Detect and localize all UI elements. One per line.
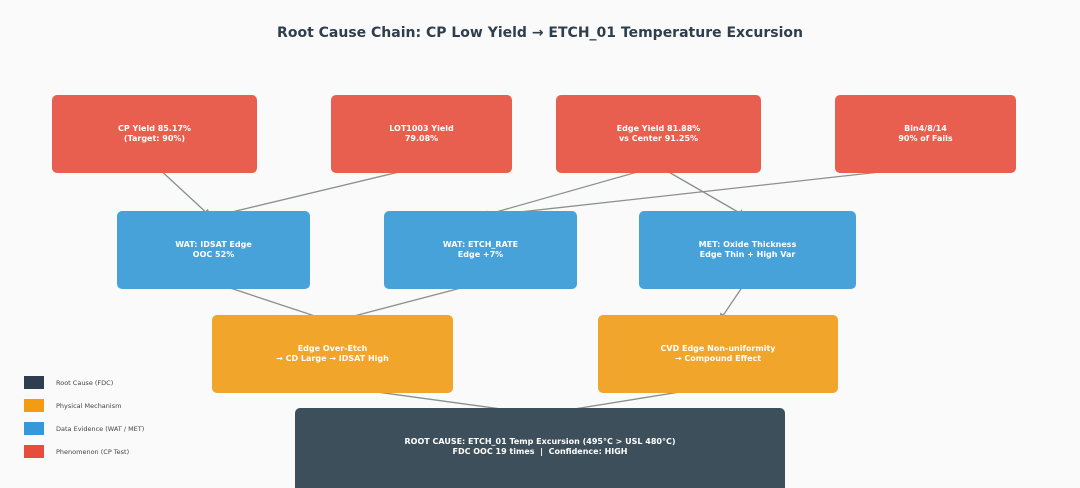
- box-line: CP Yield 85.17%: [117, 124, 192, 133]
- box-line: Edge Over-Etch: [297, 344, 368, 353]
- box-line: Edge +7%: [457, 250, 504, 259]
- legend-label: Root Cause (FDC): [56, 378, 114, 387]
- box-line: 79.08%: [404, 134, 439, 143]
- box-line: 90% of Fails: [898, 134, 953, 143]
- box-line: OOC 52%: [192, 250, 235, 259]
- arrow-idsat-to-overetch: [214, 282, 332, 323]
- legend-swatch: [24, 399, 44, 412]
- evidence-oxide-thickness: MET: Oxide Thickness Edge Thin + High Va…: [639, 211, 856, 289]
- box-line: Edge Thin + High Var: [699, 250, 796, 259]
- phenomenon-lot-yield: LOT1003 Yield 79.08%: [331, 95, 512, 173]
- evidence-idsat: WAT: IDSAT Edge OOC 52%: [117, 211, 310, 289]
- legend-swatch: [24, 422, 44, 435]
- box-line: Bin4/8/14: [904, 124, 947, 133]
- legend-label: Phenomenon (CP Test): [56, 447, 130, 456]
- phenomenon-edge-yield: Edge Yield 81.88% vs Center 91.25%: [556, 95, 761, 173]
- arrow-bin-to-etchrate: [482, 166, 926, 220]
- evidence-etch-rate: WAT: ETCH_RATE Edge +7%: [384, 211, 577, 289]
- arrow-edge-to-etchrate: [480, 166, 656, 218]
- legend-phenomenon: Phenomenon (CP Test): [24, 445, 129, 458]
- phenomenon-cp-yield: CP Yield 85.17% (Target: 90%): [52, 95, 257, 173]
- box-line: → Compound Effect: [674, 354, 762, 363]
- box-line: CVD Edge Non-uniformity: [660, 344, 776, 353]
- box-line: (Target: 90%): [123, 134, 186, 143]
- diagram-title: Root Cause Chain: CP Low Yield → ETCH_01…: [277, 25, 803, 41]
- box-line: FDC OOC 19 times | Confidence: HIGH: [452, 447, 628, 456]
- mechanism-over-etch: Edge Over-Etch → CD Large → IDSAT High: [212, 315, 453, 393]
- phenomenon-bin-fails: Bin4/8/14 90% of Fails: [835, 95, 1016, 173]
- arrow-etchrate-to-overetch: [333, 282, 481, 324]
- box-line: Edge Yield 81.88%: [616, 124, 701, 133]
- arrow-edge-to-oxide: [659, 166, 747, 217]
- box-line: WAT: ETCH_RATE: [442, 240, 519, 249]
- mechanism-cvd: CVD Edge Non-uniformity → Compound Effec…: [598, 315, 838, 393]
- arrow-cp-to-idsat: [156, 166, 211, 217]
- arrow-oxide-to-cvd: [719, 282, 746, 322]
- box-line: ROOT CAUSE: ETCH_01 Temp Excursion (495°…: [404, 437, 676, 446]
- legend-label: Data Evidence (WAT / MET): [56, 424, 145, 433]
- box-line: MET: Oxide Thickness: [698, 240, 797, 249]
- legend-label: Physical Mechanism: [56, 401, 122, 410]
- box-line: WAT: IDSAT Edge: [175, 240, 252, 249]
- legend-root-cause: Root Cause (FDC): [24, 376, 113, 389]
- legend-mechanism: Physical Mechanism: [24, 399, 121, 412]
- legend-evidence: Data Evidence (WAT / MET): [24, 422, 144, 435]
- box-line: → CD Large → IDSAT High: [276, 354, 389, 363]
- legend-swatch: [24, 376, 44, 389]
- root-cause-box: ROOT CAUSE: ETCH_01 Temp Excursion (495°…: [295, 408, 785, 488]
- arrow-lot-to-idsat: [213, 166, 421, 219]
- box-line: vs Center 91.25%: [618, 134, 699, 143]
- box-line: LOT1003 Yield: [389, 124, 454, 133]
- legend-swatch: [24, 445, 44, 458]
